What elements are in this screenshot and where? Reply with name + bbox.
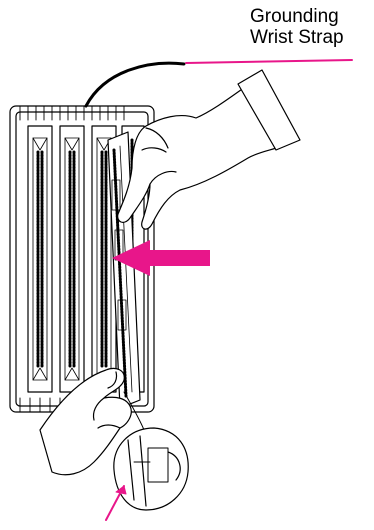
slot-2: [60, 126, 84, 392]
upper-hand-illustration: [118, 70, 300, 229]
slot-1: [28, 126, 52, 392]
wrist-strap-cord: [86, 60, 352, 106]
